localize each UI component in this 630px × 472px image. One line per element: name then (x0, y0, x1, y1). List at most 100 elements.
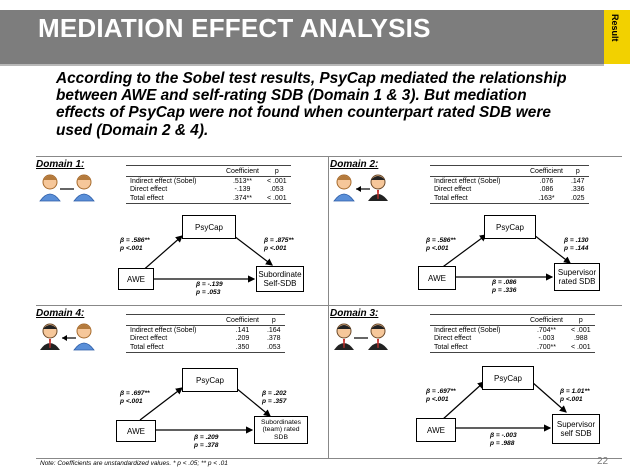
table-row: Indirect effect (Sobel) .704** < .001 (430, 326, 595, 335)
predictor-box: AWE (116, 420, 156, 442)
row-p: < .001 (266, 177, 287, 185)
outcome-box: Subordinates (team) rated SDB (254, 416, 308, 444)
col-header-p: p (262, 165, 291, 177)
row-coef: .141 (235, 326, 250, 334)
summary-text: According to the Sobel test results, Psy… (56, 70, 612, 139)
row-p: .378 (266, 335, 281, 343)
row-label: Indirect effect (Sobel) (434, 177, 501, 185)
table-row: Total effect.163*.025 (430, 194, 589, 204)
col-header-p: p (262, 314, 285, 326)
summary-line: effects of PsyCap were not found when co… (56, 104, 551, 122)
row-p: .336 (570, 186, 585, 194)
summary-line: According to the Sobel test results, Psy… (56, 70, 567, 87)
row-label: Indirect effect (Sobel) (130, 177, 197, 185)
grid-divider-top (36, 156, 622, 157)
employee-supervisor-icon (333, 174, 388, 202)
slide-title: MEDIATION EFFECT ANALYSIS (38, 13, 431, 43)
page-number: 22 (597, 456, 609, 467)
mediator-box: PsyCap (484, 215, 536, 239)
row-coef: -.003 (538, 335, 555, 343)
title-bar (0, 10, 604, 66)
table-row: Indirect effect (Sobel).076.147 (430, 177, 589, 186)
supervisor-team-icon (40, 323, 95, 351)
row-label: Direct effect (130, 335, 168, 343)
row-label: Total effect (126, 343, 222, 353)
table-row: Direct effect -.139 .053 (126, 186, 291, 195)
grid-divider-vertical (328, 156, 329, 458)
predictor-box: AWE (418, 266, 456, 290)
two-supervisors-icon (334, 323, 388, 350)
col-header-p: p (566, 165, 589, 177)
section-tab-label: Result (610, 14, 620, 42)
row-p: < .001 (566, 343, 595, 353)
row-coef: .704** (536, 326, 557, 334)
domain-title: Domain 2: (330, 159, 379, 170)
row-label: Indirect effect (Sobel) (130, 326, 197, 334)
row-p: .053 (262, 343, 285, 353)
col-header-coef: Coefficient (526, 314, 567, 326)
domain-title: Domain 3: (330, 308, 379, 319)
path-b-label: β = 1.01**p <.001 (560, 388, 590, 403)
row-coef: .209 (235, 335, 250, 343)
section-tab (604, 10, 630, 64)
mediation-arrows (139, 387, 271, 434)
row-coef: .163* (526, 194, 567, 204)
row-label: Direct effect (434, 335, 472, 343)
domain-title: Domain 1: (36, 159, 85, 170)
table-row: Direct effect .086 .336 (430, 186, 589, 195)
col-header-coef: Coefficient (222, 165, 263, 177)
table-row: Total effect.700**< .001 (430, 343, 595, 353)
path-a-label: β = .697**p <.001 (426, 388, 456, 403)
mediation-arrows (139, 235, 273, 283)
table-row: Indirect effect (Sobel) .513** < .001 (126, 177, 291, 186)
row-coef: .513** (232, 177, 253, 185)
predictor-box: AWE (416, 418, 456, 442)
table-row: Indirect effect (Sobel) .141 .164 (126, 326, 285, 335)
row-p: < .001 (570, 326, 591, 334)
domain-title: Domain 4: (36, 308, 85, 319)
row-p: .988 (573, 335, 588, 343)
row-label: Total effect (126, 194, 222, 204)
outcome-box: Subordinate Self-SDB (256, 266, 304, 292)
row-coef: .374** (222, 194, 263, 204)
mediator-box: PsyCap (482, 366, 534, 390)
row-p: .025 (566, 194, 589, 204)
mediation-arrows (439, 234, 571, 281)
grid-divider-middle (36, 305, 622, 306)
predictor-box: AWE (118, 268, 154, 290)
mediator-box: PsyCap (182, 368, 238, 392)
footnote: Note: Coefficients are unstandardized va… (40, 460, 228, 467)
row-p: .164 (266, 326, 281, 334)
table-row: Direct effect .209 .378 (126, 335, 285, 344)
row-coef: .700** (526, 343, 567, 353)
row-coef: -.139 (234, 186, 251, 194)
row-label: Direct effect (434, 186, 472, 194)
row-label: Total effect (430, 194, 526, 204)
row-p: .053 (269, 186, 284, 194)
outcome-box: Supervisor rated SDB (554, 263, 600, 291)
path-a-label: β = .586**p <.001 (120, 237, 150, 252)
table-row: Direct effect -.003 .988 (430, 335, 595, 344)
row-label: Direct effect (130, 186, 168, 194)
table-row: Total effect.374**< .001 (126, 194, 291, 204)
summary-line: between AWE and self-rating SDB (Domain … (56, 87, 527, 105)
grid-divider-bottom (36, 458, 622, 459)
row-coef: .086 (539, 186, 554, 194)
mediation-arrows (441, 381, 567, 432)
row-coef: .350 (222, 343, 263, 353)
row-label: Indirect effect (Sobel) (434, 326, 501, 334)
